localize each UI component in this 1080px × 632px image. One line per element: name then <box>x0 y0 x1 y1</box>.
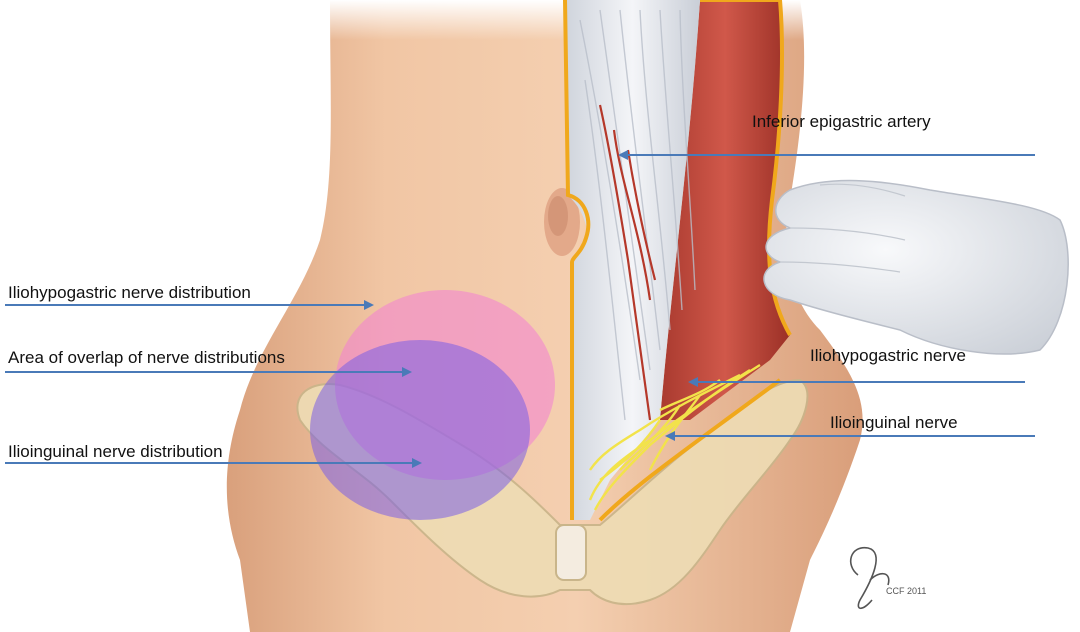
label-iliohypogastric-nerve: Iliohypogastric nerve <box>810 346 966 366</box>
label-inferior-epigastric-artery: Inferior epigastric artery <box>752 112 931 132</box>
pubic-symphysis <box>556 525 586 580</box>
label-ilioinguinal-nerve: Ilioinguinal nerve <box>830 413 958 433</box>
signature-mark <box>851 548 889 609</box>
signature-text: CCF 2011 <box>886 586 926 596</box>
label-area-of-overlap: Area of overlap of nerve distributions <box>8 348 285 368</box>
label-iliohypogastric-nerve-distribution: Iliohypogastric nerve distribution <box>8 283 251 303</box>
ilioinguinal-zone <box>310 340 530 520</box>
label-ilioinguinal-nerve-distribution: Ilioinguinal nerve distribution <box>8 442 223 462</box>
